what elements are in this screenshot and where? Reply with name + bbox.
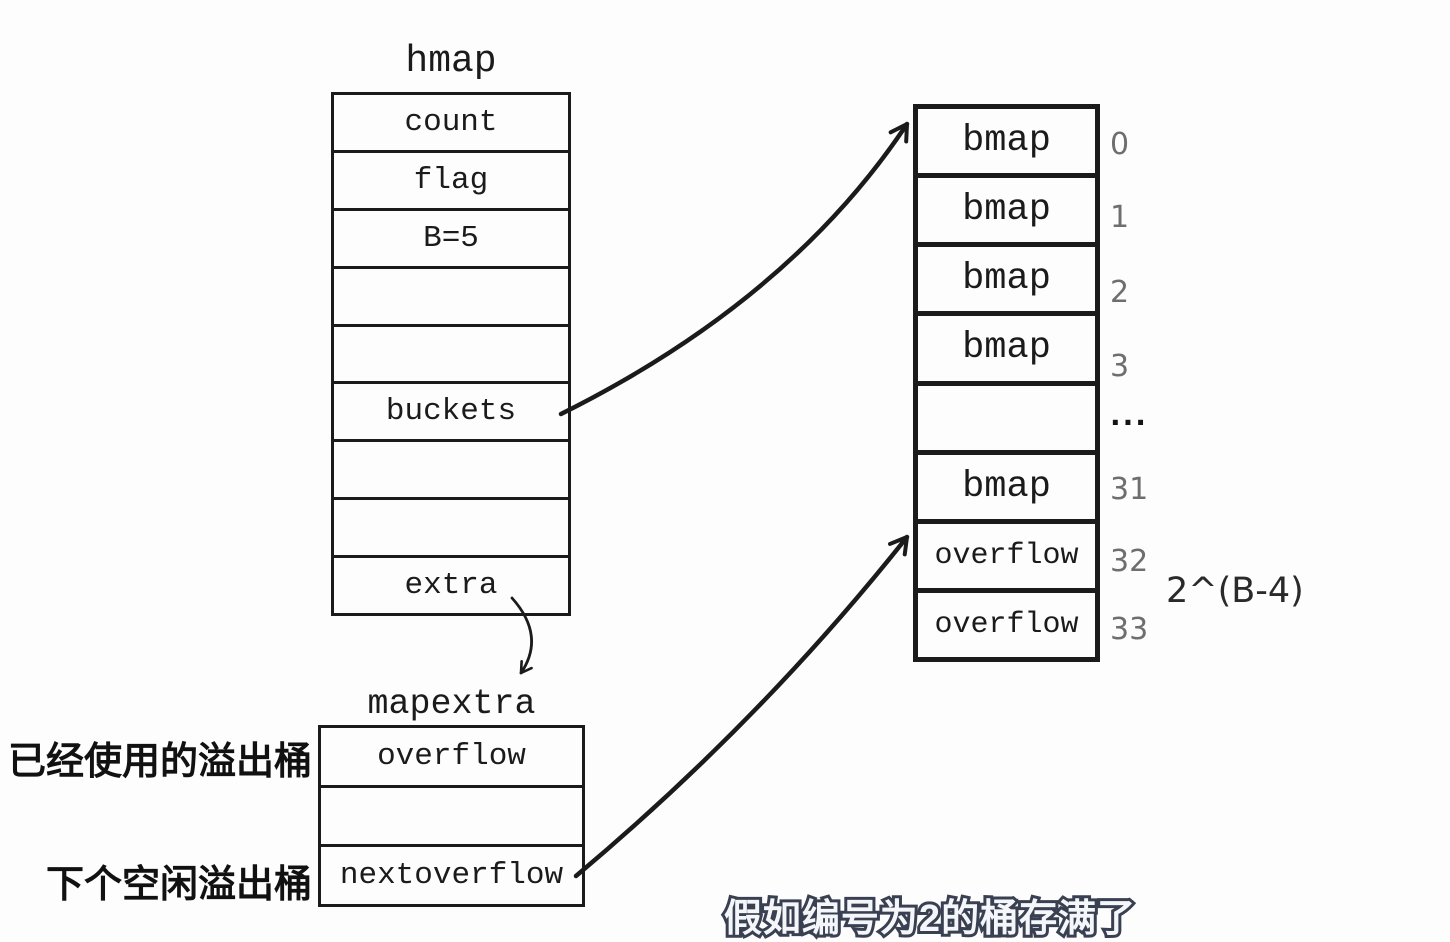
hmap-struct: count flag B=5 buckets extra [331,92,571,616]
bucket-index-33: 33 [1110,612,1149,647]
bucket-index-3: 3 [1110,349,1130,384]
hmap-field-b: B=5 [334,211,568,269]
hmap-title: hmap [405,40,497,83]
bucket-index-0: 0 [1110,127,1130,162]
bucket-cell-32: overflow [918,524,1095,593]
next-free-overflow-bucket-label: 下个空闲溢出桶 [45,864,312,906]
nextoverflow-to-overflow-arrow [573,534,910,879]
bucket-index-2: 2 [1110,275,1130,310]
bucket-index-1: 1 [1110,200,1130,235]
bucket-cell-gap [918,386,1095,455]
bucket-cell-3: bmap [918,316,1095,386]
mapextra-struct: overflow nextoverflow [318,725,585,907]
bucket-index-32: 32 [1110,544,1149,579]
video-subtitle: 假如编号为2的桶存满了 [721,895,1138,942]
bucket-cell-31: bmap [918,455,1095,524]
bucket-array: bmap bmap bmap bmap bmap overflow overfl… [913,104,1100,662]
hmap-field-extra: extra [404,568,498,604]
used-overflow-buckets-label: 已经使用的溢出桶 [7,741,312,783]
hmap-field-empty-3 [334,442,568,501]
overflow-count-note: 2^(B-4) [1166,571,1304,611]
bucket-cell-1: bmap [918,178,1095,248]
bucket-index-ellipsis: ... [1110,399,1148,432]
mapextra-field-nextoverflow: nextoverflow [339,858,564,894]
bucket-cell-2: bmap [918,247,1095,317]
bucket-cell-33: overflow [934,607,1079,642]
hmap-field-count: count [334,95,568,153]
hmap-field-empty-2 [334,327,568,385]
bucket-cell-0: bmap [918,109,1095,179]
hmap-field-buckets: buckets [334,384,568,443]
mapextra-title: mapextra [367,684,536,724]
hmap-field-empty-1 [334,269,568,327]
buckets-to-bucket-array-arrow [558,121,910,417]
mapextra-field-overflow: overflow [321,728,582,788]
hmap-field-flag: flag [334,153,568,211]
bucket-index-31: 31 [1110,472,1149,507]
hmap-field-empty-4 [334,500,568,559]
mapextra-field-empty [321,788,582,848]
